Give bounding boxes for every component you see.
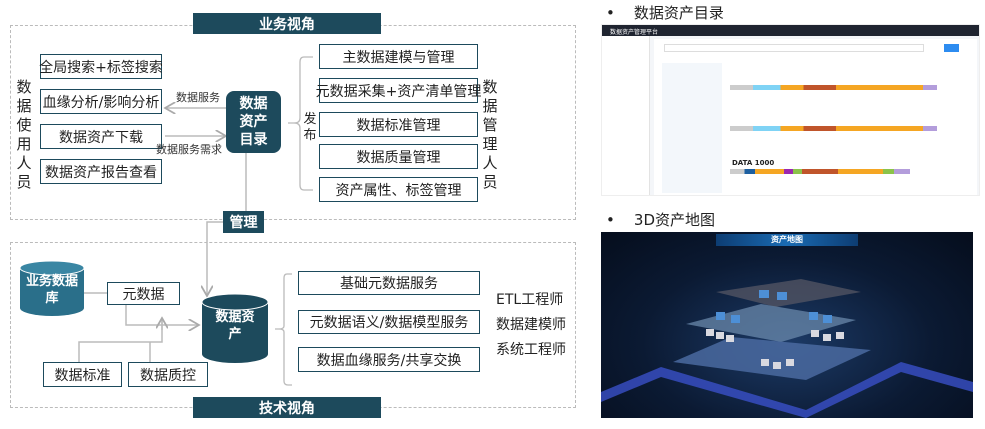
asset-map-screenshot: 资产地图 (601, 232, 973, 418)
catalog-sidebar (602, 36, 650, 195)
input-data-standard: 数据标准 (43, 362, 122, 387)
catalog-search-button (944, 44, 959, 52)
connectors (78, 56, 313, 386)
data-asset-catalog-node: 数据资产目录 (226, 91, 281, 153)
service-basic-metadata: 基础元数据服务 (298, 271, 480, 295)
user-function-search: 全局搜索+标签搜索 (39, 54, 163, 79)
service-semantic-model: 元数据语义/数据模型服务 (298, 310, 480, 334)
catalog-item-title: DATA 1000 (732, 159, 775, 167)
map-header: 资产地图 (716, 234, 858, 246)
data-asset-cylinder (201, 293, 269, 363)
map-title: 3D资产地图 (633, 211, 716, 229)
service-lineage-exchange: 数据血缘服务/共享交换 (298, 347, 480, 372)
catalog-title: 数据资产目录 (633, 4, 724, 22)
catalog-app-title: 数据资产管理平台 (602, 25, 979, 36)
business-db-cylinder (19, 260, 85, 316)
catalog-tag-strip (730, 169, 910, 174)
publish-label: 发布 (303, 112, 317, 143)
catalog-filter-panel (662, 63, 722, 193)
manage-function-standard: 数据标准管理 (319, 112, 478, 137)
asset-map-3d-layers (601, 279, 973, 418)
manage-function-quality: 数据质量管理 (319, 144, 478, 169)
user-function-lineage: 血缘分析/影响分析 (40, 89, 162, 114)
map-bullet: • 3D资产地图 (606, 211, 716, 229)
manage-label: 管理 (223, 211, 264, 233)
data-users-label: 数据使用人员 (16, 78, 32, 191)
data-service-label: 数据服务 (176, 91, 220, 104)
business-view-title: 业务视角 (193, 13, 381, 34)
manage-arrow (207, 221, 224, 296)
catalog-tag-strip (730, 85, 960, 90)
manage-function-tags: 资产属性、标签管理 (319, 177, 478, 202)
data-managers-label: 数据管理人员 (482, 78, 498, 191)
user-function-download: 数据资产下载 (40, 124, 162, 149)
manage-function-master-data: 主数据建模与管理 (319, 44, 478, 69)
input-data-quality: 数据质控 (128, 362, 208, 387)
metadata-to-asset-arrow (125, 305, 199, 325)
data-service-demand-label: 数据服务需求 (156, 143, 222, 156)
catalog-screenshot: 数据资产管理平台 DATA 1000 (601, 24, 980, 196)
data-asset-label: 数据资产 (215, 310, 255, 342)
business-db-label: 业务数据库 (26, 274, 79, 306)
catalog-content: DATA 1000 (654, 39, 977, 195)
tech-view-title: 技术视角 (193, 397, 381, 418)
services-brace (275, 273, 292, 386)
catalog-tag-strip (730, 126, 960, 131)
publish-brace (288, 56, 313, 191)
role-system: 系统工程师 (496, 342, 566, 358)
user-function-report: 数据资产报告查看 (40, 159, 162, 184)
catalog-search-input (664, 44, 924, 52)
role-etl: ETL工程师 (496, 292, 564, 308)
role-modeler: 数据建模师 (496, 317, 566, 333)
catalog-bullet: • 数据资产目录 (606, 4, 724, 22)
metadata-box: 元数据 (107, 282, 180, 305)
manage-function-metadata: 元数据采集+资产清单管理 (316, 78, 481, 103)
